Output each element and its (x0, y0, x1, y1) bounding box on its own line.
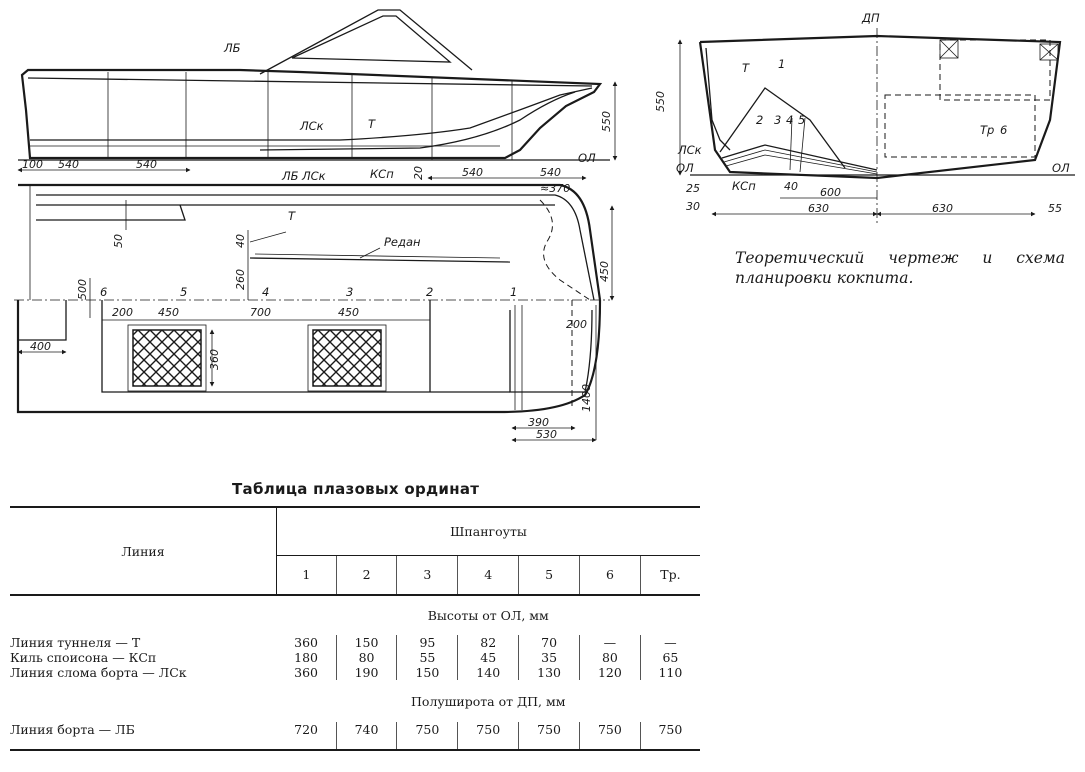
dim-540-c: 540 (462, 166, 483, 179)
label-3-body: 3 (774, 113, 781, 127)
dim-55: 55 (1048, 202, 1062, 215)
dim-50: 50 (112, 234, 125, 248)
label-T-body: Т (742, 61, 750, 75)
frame-col: 5 (518, 555, 580, 595)
frame-2: 2 (426, 285, 433, 299)
frame-4: 4 (262, 285, 269, 299)
frame-col: Тр. (660, 567, 681, 583)
table-row: Киль споисона — КСп 180 80 55 45 35 80 6… (10, 650, 679, 665)
label-T-plan: Т (288, 209, 296, 223)
dim-530: 530 (536, 428, 557, 441)
dim-450-plan: 450 (598, 261, 611, 282)
label-2-body: 2 (756, 113, 763, 127)
dim-540-a: 540 (58, 158, 79, 171)
label-T-side: Т (368, 117, 376, 131)
frame-col: 2 (336, 555, 398, 595)
frame-1: 1 (510, 285, 517, 299)
dim-25: 25 (686, 182, 700, 195)
ordinates-table: Линия Шпангоуты 1 2 3 4 5 6 Тр. Высоты о… (10, 506, 700, 751)
label-5-body: 5 (798, 113, 805, 127)
frame-col: 6 (579, 555, 641, 595)
dim-450-a: 450 (158, 306, 179, 319)
frame-3: 3 (346, 285, 353, 299)
dim-550-side: 550 (600, 111, 613, 132)
frame-6: 6 (100, 285, 107, 299)
frame-5: 5 (180, 285, 187, 299)
label-LB-side: ЛБ (223, 41, 241, 55)
dim-400: 400 (30, 340, 51, 353)
table-row: Линия слома борта — ЛСк 360 190 150 140 … (10, 665, 683, 680)
dim-630-b: 630 (932, 202, 953, 215)
label-LB-plan: ЛБ (281, 169, 299, 183)
table-row: Линия борта — ЛБ 720 740 750 750 750 750… (10, 722, 700, 751)
frame-col: 4 (457, 555, 520, 595)
side-view: ЛБ ЛСк Т КСп ОЛ 100 540 540 540 540 20 5… (17, 9, 618, 181)
label-6-body: 6 (1000, 123, 1007, 137)
body-plan-hull (698, 34, 1062, 180)
dim-540-d: 540 (540, 166, 561, 179)
table-row: Линия туннеля — Т 360 150 95 82 70 — — (10, 635, 677, 650)
hull-profile (20, 68, 603, 160)
frame-header-row: 1 2 3 4 5 6 Тр. (10, 555, 700, 595)
plan-view: ЛБ ЛСк Т Редан ≈370 50 40 260 450 500 (14, 169, 615, 318)
label-LSk-side: ЛСк (299, 119, 324, 133)
dim-500: 500 (76, 279, 89, 300)
label-1-body: 1 (778, 57, 785, 71)
table-title: Таблица плазовых ординат (232, 480, 480, 498)
dim-100: 100 (22, 158, 43, 171)
dim-1400: 1400 (580, 384, 593, 412)
dim-600: 600 (820, 186, 841, 199)
dim-200-b: 200 (566, 318, 587, 331)
dim-200-a: 200 (112, 306, 133, 319)
label-DP: ДП (861, 11, 880, 25)
dim-390: 390 (528, 416, 549, 429)
body-plan: ДП Т 1 2 3 4 5 ОЛ ЛСк КСп Тр 6 ОЛ 550 25… (654, 11, 1075, 225)
header-lines: Линия (10, 506, 277, 595)
dim-540-b: 540 (136, 158, 157, 171)
dim-700: 700 (250, 306, 271, 319)
redan-line (249, 257, 511, 263)
label-OL-left: ОЛ (676, 161, 694, 175)
frame-col: 1 (276, 555, 337, 595)
dim-550-body: 550 (654, 91, 667, 112)
cockpit-layout: 6 5 4 3 2 1 200 450 700 450 200 360 400 … (16, 285, 602, 443)
label-redan: Редан (384, 235, 421, 249)
label-OL-right: ОЛ (1052, 161, 1070, 175)
seat-left (132, 329, 202, 387)
dim-360: 360 (208, 349, 221, 370)
label-4-body: 4 (786, 113, 793, 127)
dim-630-a: 630 (808, 202, 829, 215)
boat-drawing: ЛБ ЛСк Т КСп ОЛ 100 540 540 540 540 20 5… (14, 9, 1075, 443)
label-LSk-plan: ЛСк (301, 169, 326, 183)
dim-30: 30 (686, 200, 700, 213)
dim-370: ≈370 (540, 182, 570, 195)
section-heights: Высоты от ОЛ, мм (276, 594, 700, 635)
seat-right (312, 329, 382, 387)
header-frames: Шпангоуты (276, 506, 700, 556)
dim-40: 40 (234, 234, 247, 248)
label-LSk-body: ЛСк (677, 143, 702, 157)
dim-260: 260 (234, 269, 247, 290)
hull-plan (18, 183, 602, 301)
label-OL-side: ОЛ (578, 151, 596, 165)
section-widths: Полуширота от ДП, мм (411, 693, 566, 709)
dim-450-b: 450 (338, 306, 359, 319)
dim-40-body: 40 (784, 180, 798, 193)
cockpit-outline (16, 299, 602, 414)
label-KSp-side: КСп (370, 167, 394, 181)
windscreen (259, 9, 473, 75)
dim-20: 20 (412, 166, 425, 180)
figure-caption: Теоретический чертеж и схема планировки … (735, 249, 1065, 287)
label-KSp-body: КСп (732, 179, 756, 193)
label-Tr: Тр (980, 123, 994, 137)
frame-col: 3 (396, 555, 459, 595)
